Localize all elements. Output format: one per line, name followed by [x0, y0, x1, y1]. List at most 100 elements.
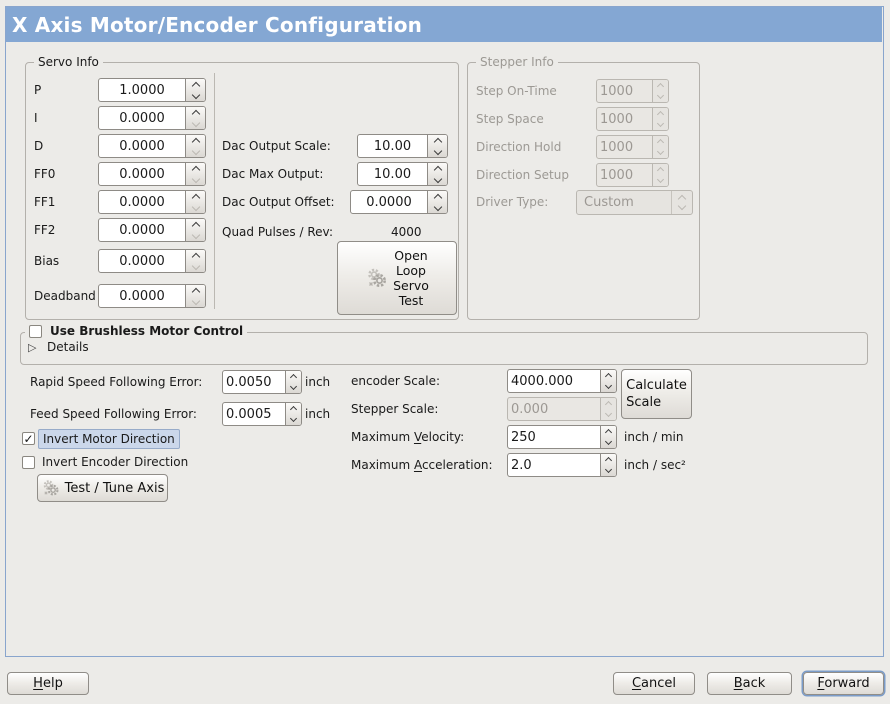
spin-down-icon[interactable]	[428, 174, 447, 185]
use-brushless-checkbox[interactable]	[29, 324, 42, 338]
forward-button-label: Forward	[817, 676, 870, 691]
i-input[interactable]	[99, 107, 185, 129]
open-loop-servo-test-button[interactable]: Open Loop Servo Test	[337, 241, 457, 315]
dac-max-output-spinbox[interactable]	[357, 162, 448, 186]
max-accel-label: Maximum Acceleration:	[351, 458, 493, 472]
ff1-input[interactable]	[99, 191, 185, 213]
spin-down-icon[interactable]	[428, 146, 447, 157]
max-velocity-spinbox[interactable]	[507, 425, 617, 449]
spin-up-icon[interactable]	[186, 191, 205, 202]
i-spinbox[interactable]	[98, 106, 206, 130]
spin-up-icon[interactable]	[601, 426, 616, 437]
spin-up-icon	[653, 108, 668, 119]
bias-input[interactable]	[99, 250, 185, 272]
expander-arrow-icon[interactable]: ▷	[28, 341, 37, 354]
spin-up-icon	[653, 136, 668, 147]
rapid-ferror-label: Rapid Speed Following Error:	[30, 375, 203, 389]
rapid-ferror-spinbox[interactable]	[222, 370, 302, 394]
stepper-scale-spinbox	[507, 397, 617, 421]
dac-output-scale-spinbox[interactable]	[357, 134, 448, 158]
spin-down-icon[interactable]	[286, 382, 301, 393]
dac-max-output-input[interactable]	[358, 163, 427, 185]
spin-down-icon[interactable]	[186, 174, 205, 185]
invert-encoder-label[interactable]: Invert Encoder Direction	[42, 455, 189, 469]
spin-down-icon[interactable]	[186, 296, 205, 307]
spin-up-icon[interactable]	[186, 163, 205, 174]
rapid-ferror-input[interactable]	[223, 371, 285, 393]
spin-down-icon[interactable]	[186, 261, 205, 272]
bias-spinbox[interactable]	[98, 249, 206, 273]
d-input[interactable]	[99, 135, 185, 157]
i-label: I	[34, 111, 38, 125]
spin-down-icon[interactable]	[601, 381, 616, 392]
encoder-scale-spinbox[interactable]	[507, 369, 617, 393]
spin-up-icon[interactable]	[186, 135, 205, 146]
d-label: D	[34, 139, 44, 153]
p-spinbox[interactable]	[98, 78, 206, 102]
help-button[interactable]: Help	[7, 672, 89, 695]
spin-up-icon[interactable]	[186, 285, 205, 296]
gears-icon	[368, 268, 387, 287]
spin-up-icon[interactable]	[186, 219, 205, 230]
spin-up-icon[interactable]	[286, 403, 301, 414]
spin-down-icon[interactable]	[186, 90, 205, 101]
step-space-label: Step Space	[476, 112, 544, 126]
spin-up-icon[interactable]	[286, 371, 301, 382]
feed-ferror-label: Feed Speed Following Error:	[30, 407, 197, 421]
spin-up-icon[interactable]	[428, 191, 447, 202]
cancel-button[interactable]: Cancel	[613, 672, 695, 695]
deadband-spinbox[interactable]	[98, 284, 206, 308]
spin-up-icon[interactable]	[186, 79, 205, 90]
spin-down-icon[interactable]	[428, 202, 447, 213]
brushless-frame-label: Use Brushless Motor Control	[25, 323, 248, 339]
back-button-label: Back	[733, 676, 766, 691]
servo-info-frame: Servo Info P I D FF0 FF1 FF2 Bias Deadba…	[25, 54, 459, 320]
invert-encoder-checkbox[interactable]	[22, 456, 35, 469]
dac-output-scale-input[interactable]	[358, 135, 427, 157]
spin-up-icon[interactable]	[601, 370, 616, 381]
spin-up-icon[interactable]	[186, 107, 205, 118]
d-spinbox[interactable]	[98, 134, 206, 158]
spin-up-icon[interactable]	[601, 454, 616, 465]
forward-button[interactable]: Forward	[803, 672, 884, 695]
spin-down-icon[interactable]	[601, 465, 616, 476]
dac-output-offset-spinbox[interactable]	[350, 190, 448, 214]
spin-down-icon[interactable]	[186, 202, 205, 213]
encoder-scale-input[interactable]	[508, 370, 600, 392]
ff1-spinbox[interactable]	[98, 190, 206, 214]
max-velocity-input[interactable]	[508, 426, 600, 448]
spin-down-icon[interactable]	[186, 230, 205, 241]
max-accel-spinbox[interactable]	[507, 453, 617, 477]
spin-down-icon[interactable]	[601, 437, 616, 448]
spin-down-icon	[601, 409, 616, 420]
spin-up-icon[interactable]	[428, 135, 447, 146]
back-button[interactable]: Back	[707, 672, 792, 695]
max-accel-input[interactable]	[508, 454, 600, 476]
dac-output-scale-label: Dac Output Scale:	[222, 139, 331, 153]
ff0-input[interactable]	[99, 163, 185, 185]
ff2-spinbox[interactable]	[98, 218, 206, 242]
spin-up-icon[interactable]	[186, 250, 205, 261]
feed-ferror-input[interactable]	[223, 403, 285, 425]
invert-motor-checkbox[interactable]: ✓	[22, 432, 35, 445]
direction-setup-input	[597, 164, 652, 186]
deadband-input[interactable]	[99, 285, 185, 307]
servo-info-frame-label: Servo Info	[34, 54, 103, 70]
ff2-input[interactable]	[99, 219, 185, 241]
spin-down-icon[interactable]	[186, 146, 205, 157]
spin-down-icon[interactable]	[286, 414, 301, 425]
ff0-spinbox[interactable]	[98, 162, 206, 186]
max-accel-unit: inch / sec²	[624, 458, 686, 472]
invert-motor-label[interactable]: Invert Motor Direction	[38, 429, 180, 449]
calculate-scale-button[interactable]: Calculate Scale	[621, 369, 692, 419]
spin-down-icon[interactable]	[186, 118, 205, 129]
details-expander-label[interactable]: Details	[47, 340, 89, 354]
test-tune-axis-button[interactable]: Test / Tune Axis	[37, 474, 168, 502]
p-input[interactable]	[99, 79, 185, 101]
spin-down-icon	[653, 175, 668, 186]
dac-output-offset-input[interactable]	[351, 191, 427, 213]
p-label: P	[34, 83, 42, 97]
feed-ferror-spinbox[interactable]	[222, 402, 302, 426]
spin-up-icon[interactable]	[428, 163, 447, 174]
